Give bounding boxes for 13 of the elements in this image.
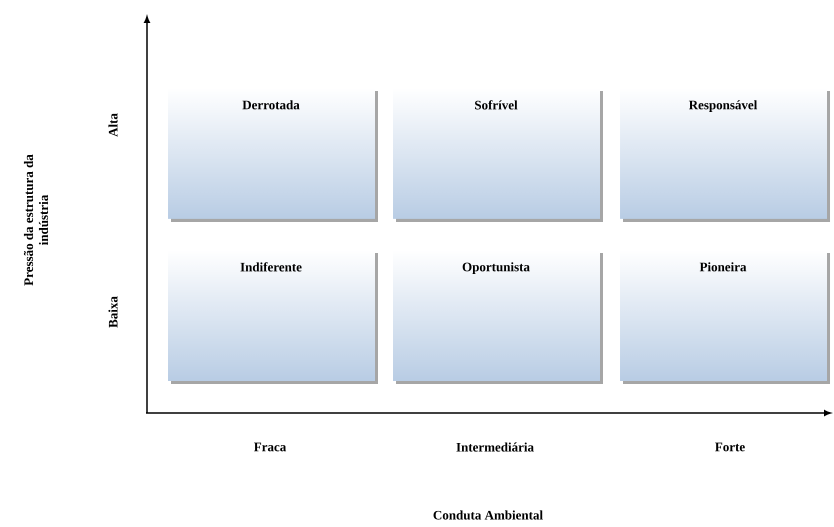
axis-title: Conduta Ambiental xyxy=(434,510,543,520)
axis-title: Pressão da estrutura da indústria xyxy=(24,154,48,286)
quadrant-box: Oportunista xyxy=(393,250,603,384)
axis-tick-label: Alta xyxy=(108,113,118,137)
quadrant-box: Sofrível xyxy=(393,88,603,222)
quadrant-box: Responsável xyxy=(620,88,830,222)
axis-tick-label: Fraca xyxy=(254,442,286,452)
axis-tick-label: Baixa xyxy=(108,296,118,328)
axis-tick-label: Forte xyxy=(715,442,745,452)
axis-tick-label: Intermediária xyxy=(456,442,534,452)
quadrant-box: Derrotada xyxy=(168,88,378,222)
quadrant-box: Indiferente xyxy=(168,250,378,384)
quadrant-box: Pioneira xyxy=(620,250,830,384)
